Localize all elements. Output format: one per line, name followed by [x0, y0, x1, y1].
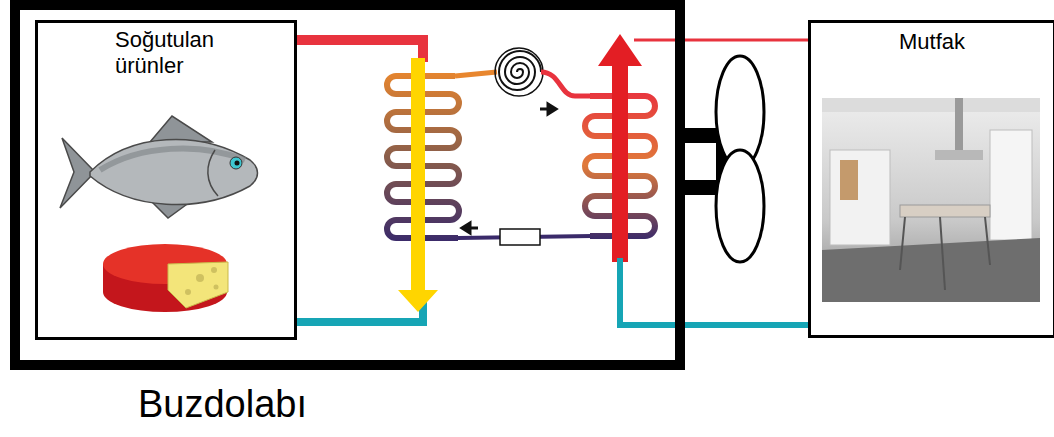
- photo-floor: [822, 238, 1040, 302]
- flow-arrow: [462, 223, 478, 233]
- cheese-hole: [196, 274, 204, 282]
- box-label: Mutfak: [811, 29, 1053, 55]
- cheese-cut: [168, 262, 228, 308]
- refrigerant-line: [541, 72, 592, 96]
- photo-hood: [935, 150, 983, 160]
- cold-air-line: [620, 258, 680, 325]
- photo-cabinet: [990, 130, 1032, 240]
- photo-ceiling: [822, 98, 1040, 112]
- kitchen-photo: [822, 98, 1040, 302]
- cheese-hole: [214, 285, 219, 290]
- refrigerant-line: [455, 72, 497, 76]
- fish-eye: [230, 157, 242, 169]
- fish-fin: [150, 116, 212, 142]
- cold-air-pipe: [296, 300, 423, 322]
- cooled-products-box: Soğutulan ürünler: [35, 20, 297, 340]
- airflow-arrow: [598, 34, 642, 262]
- cold-air-line: [685, 322, 808, 328]
- warm-air-pipe: [296, 40, 423, 62]
- cheese-icon: [103, 244, 228, 312]
- warm-air-line: [634, 39, 680, 42]
- photo-counter: [900, 205, 990, 217]
- fish-body: [90, 139, 258, 204]
- photo-shelf: [840, 160, 858, 200]
- fish-back: [100, 149, 245, 170]
- fish-icon: [60, 116, 258, 218]
- cheese-hole: [211, 267, 217, 273]
- fish-gill: [208, 150, 218, 196]
- box-label: Soğutulan ürünler: [115, 27, 265, 80]
- expansion-valve: [500, 229, 540, 245]
- warm-air-line: [685, 39, 808, 42]
- airflow-arrow: [398, 58, 438, 312]
- photo-background: [822, 98, 1040, 302]
- kitchen-box: Mutfak: [808, 20, 1054, 338]
- compressor-symbol: [495, 48, 543, 96]
- compressor-symbol: [499, 51, 541, 90]
- fan-symbol: [685, 56, 764, 262]
- cheese-hole: [185, 289, 191, 295]
- photo-cabinet: [830, 150, 890, 245]
- fan-blade: [716, 150, 764, 262]
- fridge-housing: BuzdolabıSoğutulan ürünler: [10, 0, 685, 370]
- flow-arrow: [540, 104, 556, 114]
- photo-hood: [955, 98, 963, 158]
- fish-pupil: [235, 161, 240, 166]
- housing-label: Buzdolabı: [138, 382, 307, 428]
- photo-stool: [900, 217, 990, 290]
